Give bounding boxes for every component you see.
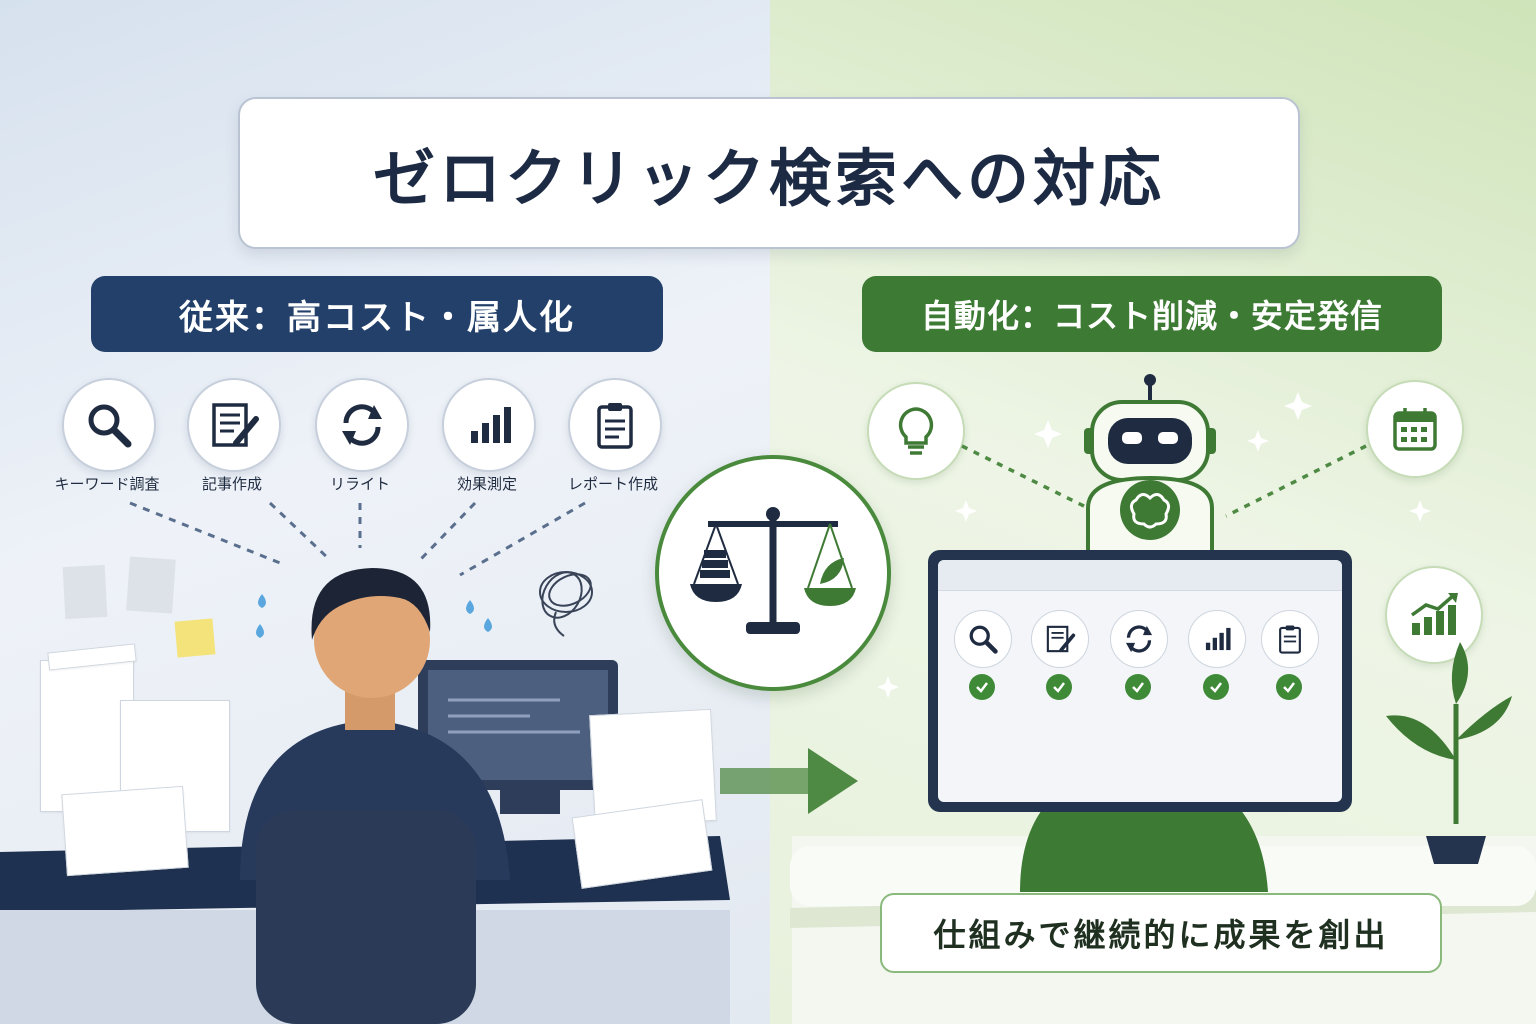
connector-lines xyxy=(129,501,586,577)
monitor xyxy=(928,550,1352,812)
automation-scene xyxy=(790,374,1536,1024)
task-label-report: レポート作成 xyxy=(567,475,658,493)
growth-chart-icon xyxy=(1385,566,1483,664)
clipboard-icon xyxy=(568,378,662,472)
bar-chart-icon xyxy=(442,378,536,472)
task-label-keyword: キーワード調査 xyxy=(54,475,160,493)
sweat-drop xyxy=(484,618,492,632)
check-icon xyxy=(1276,674,1302,700)
brain-icon xyxy=(1120,480,1180,540)
automation-label: 自動化：コスト削減・安定発信 xyxy=(862,276,1442,352)
traditional-label: 従来：高コスト・属人化 xyxy=(91,276,663,352)
task-label-article: 記事作成 xyxy=(201,475,262,493)
result-caption: 仕組みで継続的に成果を創出 xyxy=(880,893,1442,973)
task-label-rewrite: リライト xyxy=(329,475,390,493)
page-title: ゼロクリック検索への対応 xyxy=(372,142,1165,215)
calendar-icon xyxy=(1366,380,1464,478)
task-label-measure: 効果測定 xyxy=(456,475,517,493)
paper-stack xyxy=(61,785,189,877)
balance-scale-icon xyxy=(655,455,891,691)
sweat-drop xyxy=(258,594,266,608)
refresh-icon xyxy=(1110,610,1168,668)
check-icon xyxy=(969,674,995,700)
check-icon xyxy=(1046,674,1072,700)
person-hair xyxy=(311,568,431,640)
plant-icon xyxy=(1386,642,1512,864)
document-edit-icon xyxy=(187,378,281,472)
search-icon xyxy=(62,378,156,472)
check-icon xyxy=(1125,674,1151,700)
monitor-screen xyxy=(938,560,1342,802)
tangle-icon xyxy=(539,571,593,637)
screen-toolbar xyxy=(938,560,1342,591)
sweat-drop xyxy=(256,624,264,638)
search-icon xyxy=(954,610,1012,668)
transition-arrow-icon xyxy=(720,748,858,814)
robot-icon xyxy=(1084,374,1216,554)
title-banner: ゼロクリック検索への対応 xyxy=(238,97,1300,249)
lightbulb-icon xyxy=(867,382,965,480)
traditional-scene xyxy=(0,501,730,1024)
document-edit-icon xyxy=(1031,610,1089,668)
bar-chart-icon xyxy=(1188,610,1246,668)
sweat-drop xyxy=(466,600,474,614)
check-icon xyxy=(1203,674,1229,700)
clipboard-icon xyxy=(1261,610,1319,668)
sparkle-icons xyxy=(877,392,1431,698)
refresh-icon xyxy=(315,378,409,472)
chair xyxy=(256,810,476,1024)
